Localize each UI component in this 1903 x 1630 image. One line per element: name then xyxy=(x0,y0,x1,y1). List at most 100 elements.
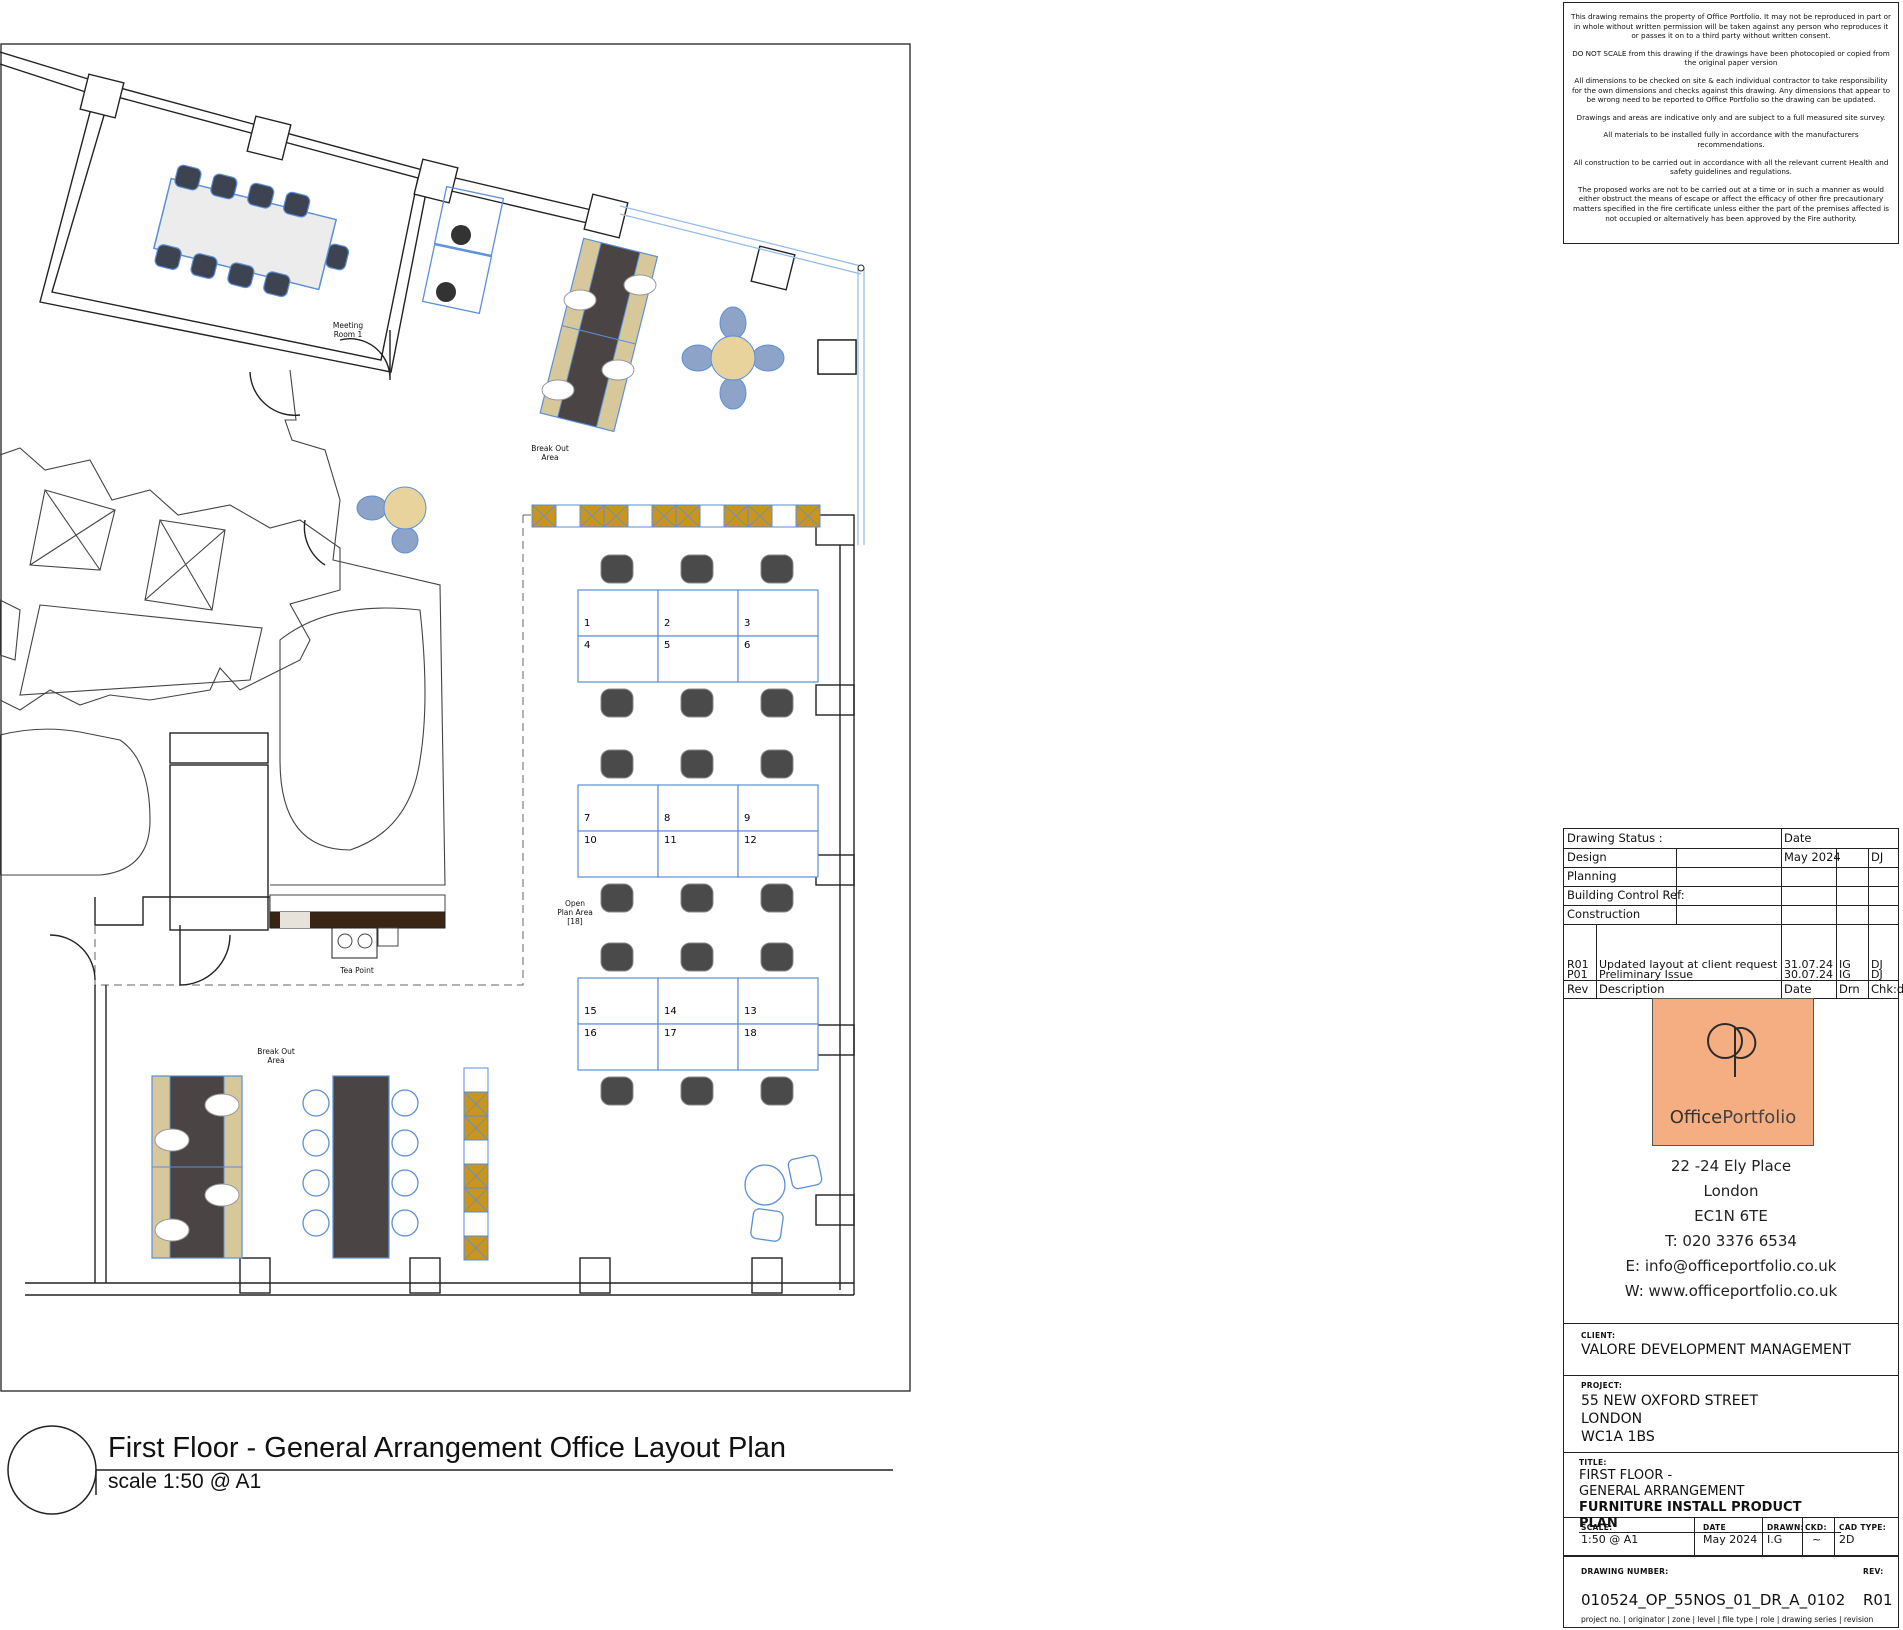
storage-cross xyxy=(675,504,701,528)
status-label: Planning xyxy=(1567,869,1617,883)
status-label: Construction xyxy=(1567,907,1641,921)
desk-number: 14 xyxy=(664,1006,677,1017)
meeting-chair xyxy=(247,182,275,209)
curtain-wall-glazing xyxy=(619,205,865,545)
status-date: Date xyxy=(1784,831,1812,845)
address-line: 22 -24 Ely Place xyxy=(1670,1157,1792,1175)
client-panel: CLIENT: VALORE DEVELOPMENT MANAGEMENT xyxy=(1564,1323,1898,1376)
task-chair xyxy=(600,554,634,584)
bar-stool xyxy=(391,1169,419,1197)
plan-title: First Floor - General Arrangement Office… xyxy=(108,1432,787,1464)
desk xyxy=(657,784,739,832)
storage-cross xyxy=(531,504,557,528)
desk xyxy=(657,589,739,637)
breakout-round-table-top xyxy=(681,306,785,410)
storage-unit xyxy=(771,504,797,528)
meeting-chair xyxy=(190,253,218,279)
desk xyxy=(577,635,659,683)
logo-word-office: Office xyxy=(1669,1107,1723,1128)
desk xyxy=(737,589,819,637)
exterior-wall xyxy=(25,545,855,1296)
desk xyxy=(577,784,659,832)
meeting-chair xyxy=(325,243,350,271)
task-chair xyxy=(600,942,634,972)
client-name: VALORE DEVELOPMENT MANAGEMENT xyxy=(1581,1342,1851,1358)
desk xyxy=(737,1023,819,1071)
desk xyxy=(657,977,739,1025)
project-line: WC1A 1BS xyxy=(1581,1429,1655,1445)
storage-cross xyxy=(795,504,821,528)
status-date: May 2024 xyxy=(1784,850,1841,864)
bar-stool xyxy=(302,1169,330,1197)
tea-point-counter xyxy=(269,894,446,959)
note-2: DO NOT SCALE from this drawing if the dr… xyxy=(1572,48,1890,68)
svg-text:Break Out: Break Out xyxy=(257,1047,295,1056)
project-line: 55 NEW OXFORD STREET xyxy=(1581,1393,1759,1409)
svg-text:Plan Area: Plan Area xyxy=(557,908,593,917)
task-chair xyxy=(680,883,714,913)
desk-number: 7 xyxy=(584,813,590,824)
desk xyxy=(577,977,659,1025)
svg-text:Room 1: Room 1 xyxy=(334,330,363,339)
breakout-round-table-core xyxy=(356,486,427,554)
logo-word-portfolio: Portfolio xyxy=(1722,1107,1797,1128)
phone-line: T: 020 3376 6534 xyxy=(1665,1232,1797,1250)
meta-value: ~ xyxy=(1812,1533,1822,1546)
task-chair xyxy=(600,749,634,779)
meta-value: May 2024 xyxy=(1703,1533,1758,1546)
drawing-number-label: DRAWING NUMBER: xyxy=(1581,1567,1669,1576)
drawing-notes: This drawing remains the property of Off… xyxy=(1563,2,1899,244)
status-label: Building Control Ref: xyxy=(1567,888,1685,902)
meeting-chair xyxy=(283,191,311,218)
storage-unit xyxy=(463,1139,489,1165)
desk xyxy=(657,830,739,878)
web-line: W: www.officeportfolio.co.uk xyxy=(1624,1282,1838,1300)
storage-cross xyxy=(603,504,629,528)
status-row: Drawing Status : Date xyxy=(1564,829,1898,849)
drawing-number-legend: project no. | originator | zone | level … xyxy=(1581,1615,1874,1624)
status-row: Design May 2024 DJ xyxy=(1564,848,1898,868)
meta-panel: SCALE: 1:50 @ A1 DATE May 2024 DRAWN: I.… xyxy=(1564,1517,1898,1557)
status-row: Building Control Ref: xyxy=(1564,886,1898,906)
phone-booths xyxy=(421,185,505,315)
note-1: This drawing remains the property of Off… xyxy=(1570,12,1892,41)
email-line: E: info@officeportfolio.co.uk xyxy=(1625,1257,1837,1275)
rev-header-desc: Description xyxy=(1599,982,1665,996)
plan-scale: scale 1:50 @ A1 xyxy=(108,1470,262,1493)
rev-desc: Updated layout at client request xyxy=(1599,958,1778,971)
storage-unit xyxy=(627,504,653,528)
task-chair xyxy=(760,942,794,972)
rev-chkd: DJ xyxy=(1871,958,1883,971)
title-line: FIRST FLOOR - xyxy=(1579,1468,1673,1483)
breakout-bench-bottom xyxy=(151,1075,243,1259)
svg-text:Tea Point: Tea Point xyxy=(339,966,374,975)
open-plan-zone-boundary xyxy=(94,515,524,986)
address-line: London xyxy=(1703,1182,1759,1200)
desk-number: 6 xyxy=(744,640,750,651)
status-label: Drawing Status : xyxy=(1567,831,1663,845)
lobby-walls xyxy=(49,330,391,1283)
desk-number: 18 xyxy=(744,1028,757,1039)
svg-text:Open: Open xyxy=(565,899,585,908)
meta-label: CAD TYPE: xyxy=(1839,1523,1887,1532)
column-square xyxy=(817,339,857,375)
storage-unit xyxy=(699,504,725,528)
room-labels: Meeting Room 1 Break Out Area Open Plan … xyxy=(257,321,593,1065)
note-5: All materials to be installed fully in a… xyxy=(1603,130,1859,149)
meta-label: SCALE: xyxy=(1581,1523,1613,1532)
task-chair xyxy=(600,688,634,718)
meeting-chair xyxy=(210,173,238,200)
breakout-bench-top xyxy=(539,237,659,433)
desk-number: 10 xyxy=(584,835,597,846)
desk-number: 5 xyxy=(664,640,670,651)
rev-code: R01 xyxy=(1567,958,1589,971)
task-chair xyxy=(760,554,794,584)
desk xyxy=(577,589,659,637)
meta-label: CKD: xyxy=(1805,1523,1827,1532)
storage-unit xyxy=(555,504,581,528)
desk xyxy=(577,830,659,878)
note-3: All dimensions to be checked on site & e… xyxy=(1571,75,1891,105)
column-node xyxy=(857,264,865,272)
meta-value: I.G xyxy=(1767,1533,1783,1546)
